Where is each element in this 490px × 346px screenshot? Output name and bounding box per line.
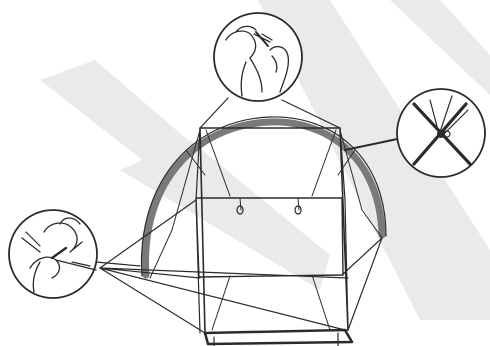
right-detail-callout: [397, 89, 485, 177]
left-detail-callout: [9, 210, 97, 298]
left-callout-leader: [96, 262, 140, 266]
top-detail-callout: [214, 13, 302, 101]
